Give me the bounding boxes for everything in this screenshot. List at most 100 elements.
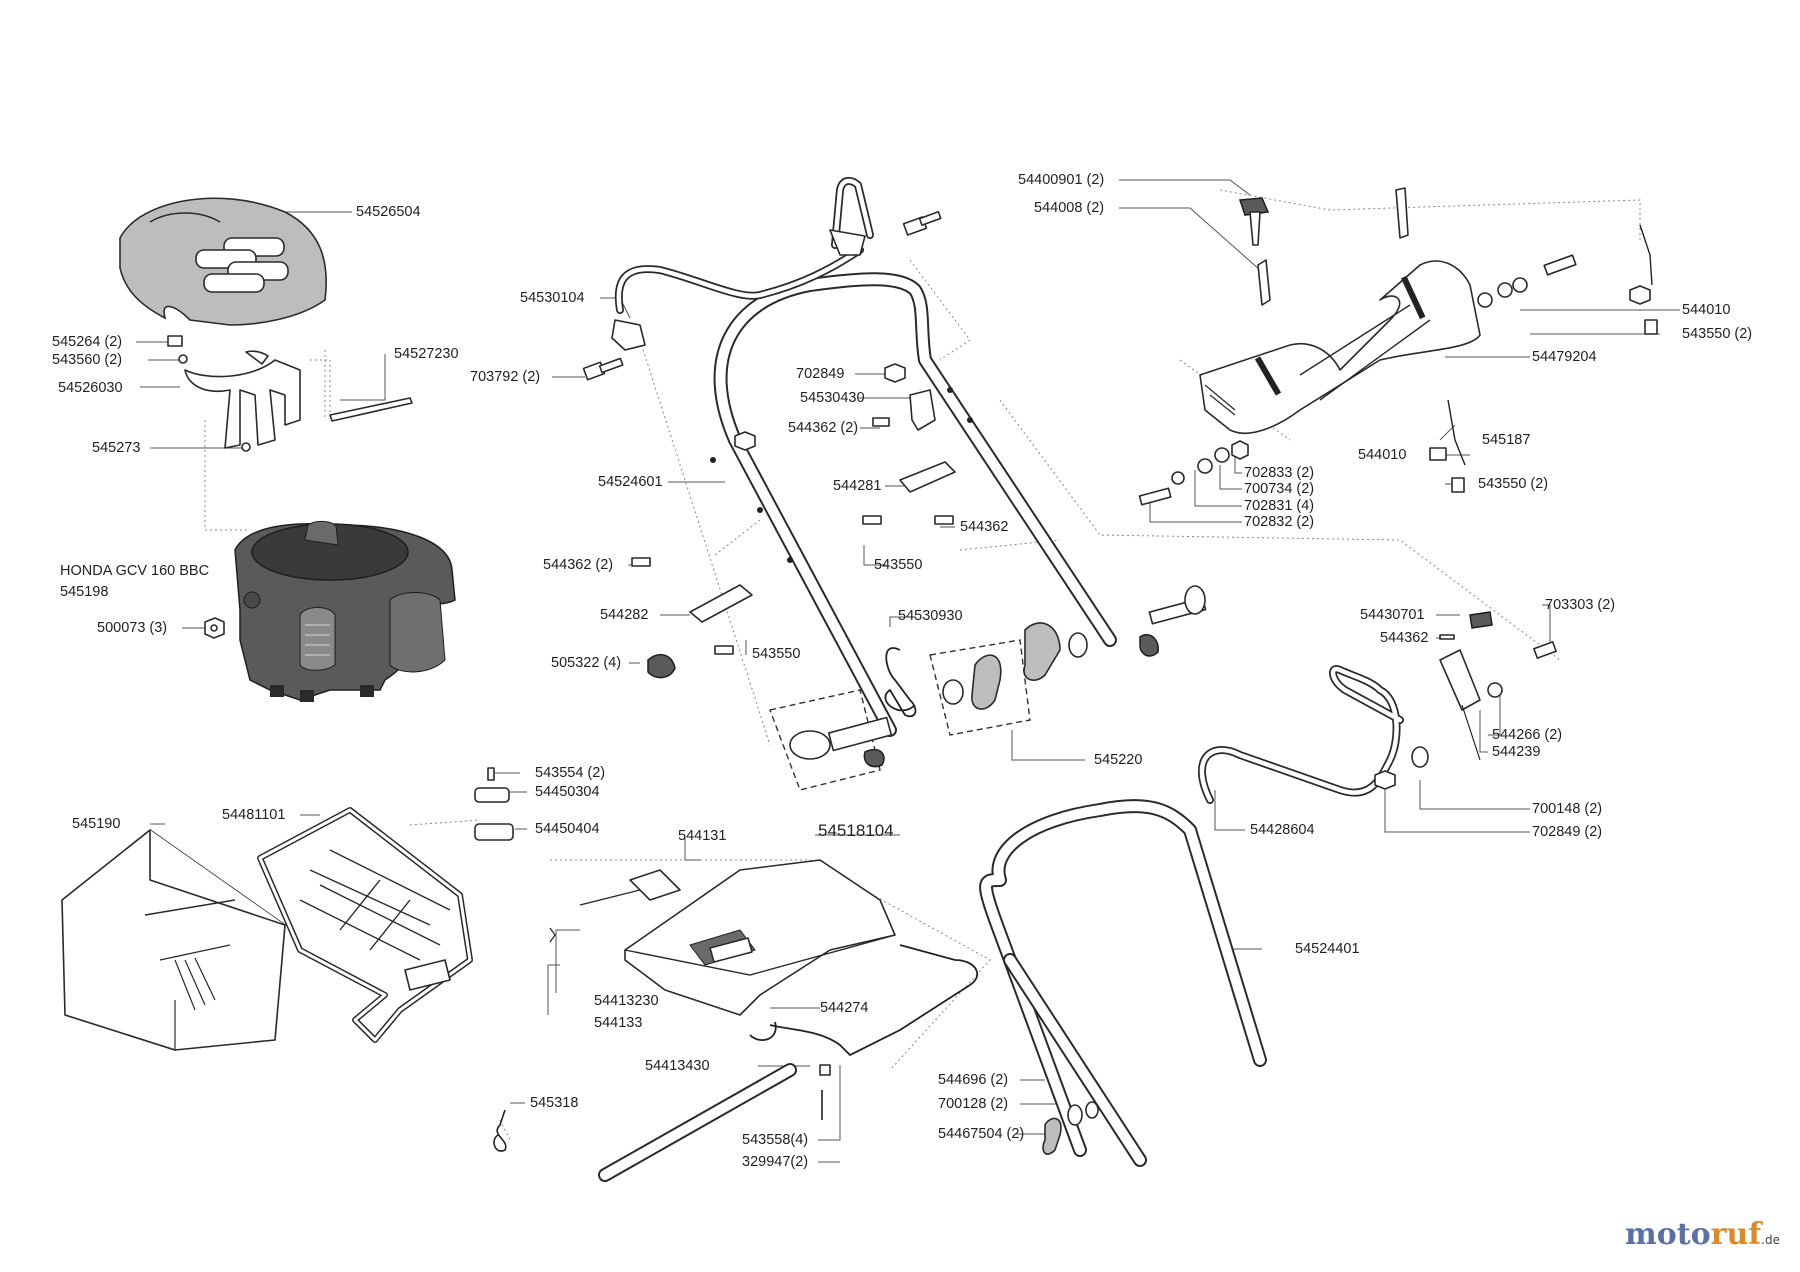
label-543550-c: 543550 (2) — [1682, 326, 1753, 342]
honda-engine — [234, 520, 456, 702]
axle-54413430 — [598, 1063, 797, 1182]
label-544282: 544282 — [600, 607, 649, 623]
label-54530104: 54530104 — [520, 290, 585, 306]
label-54467504: 54467504 (2) — [938, 1126, 1025, 1142]
label-54524401: 54524401 — [1295, 941, 1360, 957]
label-545318: 545318 — [530, 1095, 579, 1111]
cover-rod — [329, 397, 413, 422]
plate-544282 — [631, 557, 753, 655]
spring-pin — [884, 647, 917, 718]
label-702849: 702849 — [796, 366, 845, 382]
label-544696: 544696 (2) — [938, 1072, 1009, 1088]
label-544281: 544281 — [833, 478, 882, 494]
knob-505322 — [647, 653, 676, 679]
cable-bar — [611, 176, 874, 351]
label-54400901: 54400901 (2) — [1018, 172, 1105, 188]
label-54430701: 54430701 — [1360, 607, 1425, 623]
label-702833: 702833 (2) — [1244, 465, 1315, 481]
label-54450304: 54450304 — [535, 784, 600, 800]
label-544131: 544131 — [678, 828, 727, 844]
label-545190: 545190 — [72, 816, 121, 832]
label-700128: 700128 (2) — [938, 1096, 1009, 1112]
right-bolts — [1477, 224, 1658, 335]
label-54524601: 54524601 — [598, 474, 663, 490]
label-543560: 543560 (2) — [52, 352, 123, 368]
label-54530930: 54530930 — [898, 608, 963, 624]
label-544362-d: 544362 — [1380, 630, 1429, 646]
label-544239: 544239 — [1492, 744, 1541, 760]
label-505322: 505322 (4) — [551, 655, 622, 671]
label-700734: 700734 (2) — [1244, 481, 1315, 497]
label-329947: 329947(2) — [742, 1154, 809, 1170]
nut-702849 — [734, 363, 906, 451]
label-544362-b: 544362 (2) — [543, 557, 614, 573]
label-500073: 500073 (3) — [97, 620, 168, 636]
site-logo: motoruf.de — [1625, 1217, 1780, 1252]
engine-part-label: 545198 — [60, 584, 109, 600]
grip-lever-54400901 — [1238, 187, 1409, 306]
label-543550: 543550 — [874, 557, 923, 573]
logo-suffix: .de — [1761, 1233, 1780, 1247]
label-54428604: 54428604 — [1250, 822, 1315, 838]
label-54413430: 54413430 — [645, 1058, 710, 1074]
label-544010-b: 544010 — [1358, 447, 1407, 463]
rear-flap — [549, 859, 896, 1016]
label-544133: 544133 — [594, 1015, 643, 1031]
label-702832: 702832 (2) — [1244, 514, 1315, 530]
bolt-top — [902, 210, 942, 236]
flap-spring-544274 — [749, 944, 979, 1057]
label-700148: 700148 (2) — [1532, 801, 1603, 817]
label-545187: 545187 — [1482, 432, 1531, 448]
cover-bracket — [167, 335, 413, 452]
spring-545318 — [493, 1109, 507, 1152]
label-543550-d: 543550 (2) — [1478, 476, 1549, 492]
grass-bag — [61, 829, 286, 1051]
label-543550-b: 543550 — [752, 646, 801, 662]
lower-clamp-bits — [1042, 1101, 1099, 1155]
clip-54530430 — [872, 389, 936, 431]
label-703303: 703303 (2) — [1545, 597, 1616, 613]
label-702849-b: 702849 (2) — [1532, 824, 1603, 840]
grass-bag-frame — [257, 807, 473, 1043]
drive-lever — [1197, 665, 1404, 804]
label-54527230: 54527230 — [394, 346, 459, 362]
label-544362: 544362 — [960, 519, 1009, 535]
label-545264: 545264 (2) — [52, 334, 123, 350]
flap-parts — [474, 767, 514, 841]
label-54481101: 54481101 — [222, 807, 286, 823]
label-54526030: 54526030 — [58, 380, 123, 396]
clamp-assembly — [769, 622, 1088, 791]
label-54450404: 54450404 — [535, 821, 600, 837]
small-screws — [819, 1064, 831, 1120]
label-54518104: 54518104 — [818, 821, 894, 840]
bolt-703792 — [582, 357, 624, 381]
engine-cover — [119, 197, 327, 326]
logo-accent: ruf — [1710, 1217, 1762, 1252]
lever-parts-right — [1374, 611, 1557, 790]
logo-main: moto — [1625, 1217, 1711, 1252]
label-545273: 545273 — [92, 440, 141, 456]
label-544010: 544010 — [1682, 302, 1731, 318]
handle-grip-bar — [1199, 260, 1481, 435]
label-544362-2: 544362 (2) — [788, 420, 859, 436]
label-544008: 544008 (2) — [1034, 200, 1105, 216]
label-54530430: 54530430 — [800, 390, 865, 406]
label-54413230: 54413230 — [594, 993, 659, 1009]
engine-model-label: HONDA GCV 160 BBC — [60, 563, 210, 579]
assembly-guide-lines — [204, 189, 1641, 1141]
upper-handle — [710, 272, 1117, 737]
label-54479204: 54479204 — [1532, 349, 1597, 365]
lower-handle — [979, 799, 1267, 1167]
label-544274: 544274 — [820, 1000, 869, 1016]
label-54526504: 54526504 — [356, 204, 421, 220]
label-702831: 702831 (4) — [1244, 498, 1315, 514]
plate-544281 — [862, 461, 956, 525]
label-545220: 545220 — [1094, 752, 1143, 768]
bolt-lever — [1139, 585, 1207, 657]
label-703792: 703792 (2) — [470, 369, 541, 385]
label-543554: 543554 (2) — [535, 765, 606, 781]
left-bolts — [1138, 399, 1466, 506]
label-544266: 544266 (2) — [1492, 727, 1563, 743]
label-543558: 543558(4) — [742, 1132, 809, 1148]
